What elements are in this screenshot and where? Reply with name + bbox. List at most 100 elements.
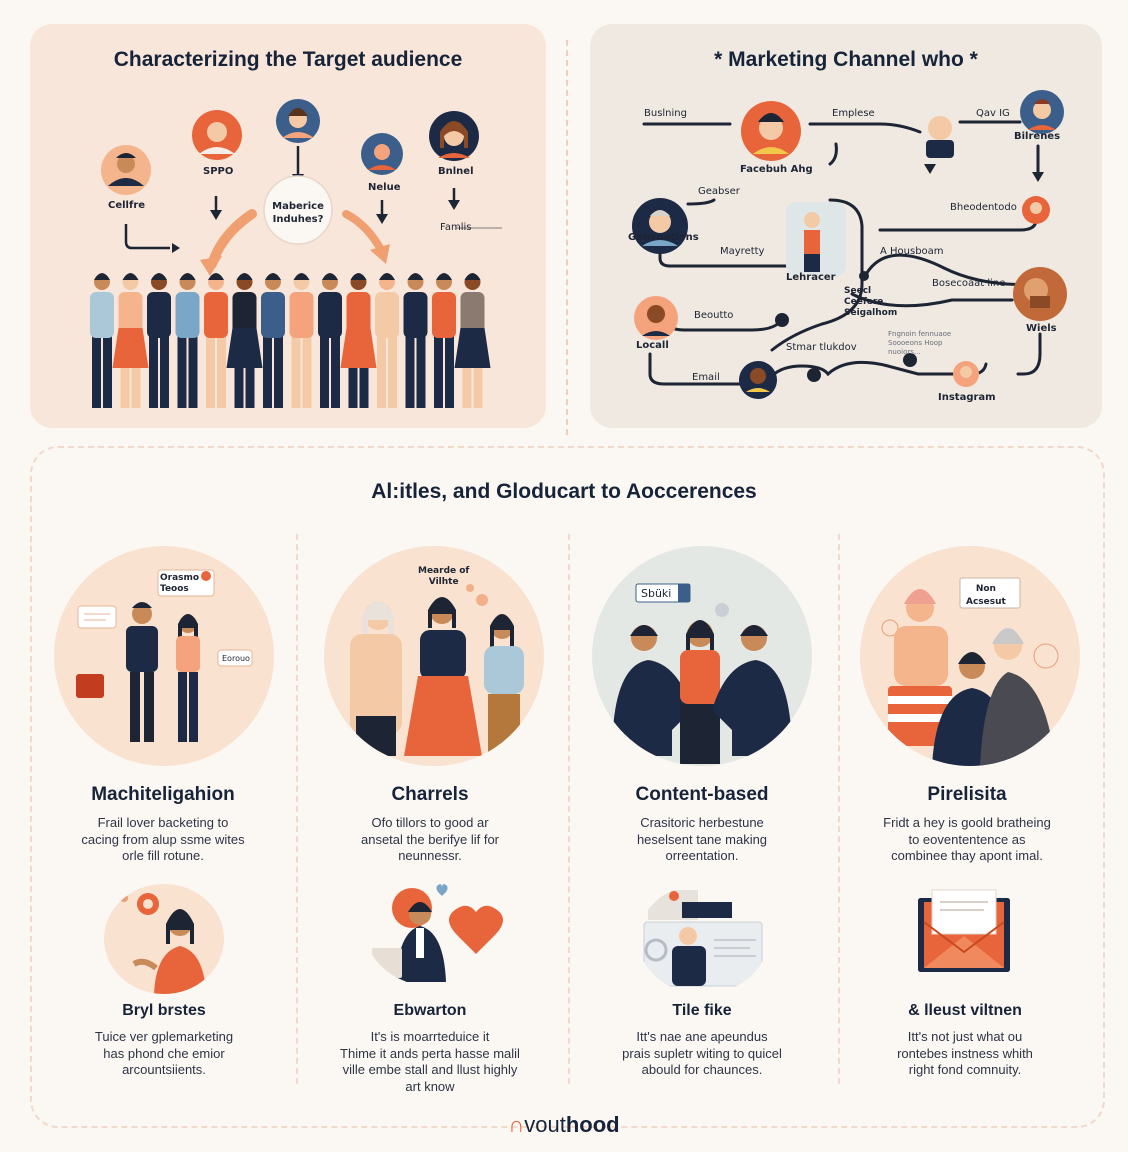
avatar-sppo xyxy=(192,110,242,160)
marketing-channel-title: * Marketing Channel who * xyxy=(714,48,978,71)
subcard3-title: Tile fike xyxy=(672,1002,732,1019)
crowd-person xyxy=(454,273,491,408)
avatar-cellfre xyxy=(101,145,151,195)
node-wiels xyxy=(1013,267,1067,321)
panel-divider xyxy=(566,40,568,435)
label-famlis: Famlis xyxy=(440,222,472,233)
label-mayretty: Mayretty xyxy=(720,246,765,257)
label-center-question: Maberice Induhes? xyxy=(272,201,324,225)
card2-text: Ofo tillors to good ar ansetal the berif… xyxy=(360,815,500,863)
label-beoutto: Beoutto xyxy=(694,310,734,321)
brand-logo[interactable]: ∩vouthood xyxy=(508,1112,620,1137)
card4-text: Fridt a hey is goold bratheing to eovent… xyxy=(883,815,1051,863)
card2-title: Charrels xyxy=(391,784,469,805)
label-cellfre: Cellfre xyxy=(108,200,146,211)
card1-title: Machiteligahion xyxy=(91,784,235,805)
envelope-icon xyxy=(918,889,1010,972)
subcard4-title: & lleust viltnen xyxy=(908,1002,1022,1019)
crowd-person xyxy=(175,273,200,408)
subcard-illustration-4 xyxy=(904,880,1024,990)
node-locall xyxy=(634,296,678,340)
subcard3-text: Itt's nae ane apeundus prais supletr wit… xyxy=(622,1029,782,1077)
marketing-channel-panel: * Marketing Channel who * xyxy=(590,24,1102,428)
label-bheodentodo: Bheodentodo xyxy=(950,202,1017,213)
crowd-person xyxy=(375,273,399,408)
column-divider-3 xyxy=(838,534,840,1084)
card4-title: Pirelisita xyxy=(927,784,1007,805)
node-genvnetlons xyxy=(632,198,688,254)
subcard1-text: Tuice ver gplemarketing has phond che em… xyxy=(94,1029,234,1077)
column-divider-1 xyxy=(296,534,298,1084)
node-facebook xyxy=(741,101,801,161)
crowd-person xyxy=(112,273,149,408)
crowd-person xyxy=(318,273,342,408)
section-title: Al:itles, and Gloducart to Aoccerences xyxy=(371,480,757,503)
label-bilrenes: Bilrenes xyxy=(1014,131,1061,142)
label-qav: Qav IG xyxy=(976,108,1010,119)
node-lehracer xyxy=(786,202,846,276)
label-instagram: Instagram xyxy=(938,392,996,403)
crowd-person xyxy=(340,273,377,408)
crowd-person xyxy=(261,273,285,408)
crowd-person xyxy=(403,273,428,408)
card3-text: Crasitoric herbestune heselsent tane mak… xyxy=(636,815,768,863)
label-locall: Locall xyxy=(636,340,669,351)
card1-tag1: Orasmo Teoos xyxy=(160,573,200,594)
logo-mark-icon: ∩ xyxy=(508,1112,525,1137)
label-bosecoaat: Bosecoaat line xyxy=(932,278,1006,289)
avatar-center-top xyxy=(276,99,320,143)
label-seecl: Seecl Ceefere Seigalhom xyxy=(844,286,898,318)
crowd-person xyxy=(289,273,314,408)
subcard1-title: Bryl brstes xyxy=(122,1002,206,1019)
card1-text: Frail lover backeting to cacing from alu… xyxy=(81,815,245,863)
label-buslning: Buslning xyxy=(644,108,687,119)
label-housboam: A Housboam xyxy=(880,246,944,257)
crowd-person xyxy=(432,273,456,408)
label-genvnetlons: Genvnetlons xyxy=(628,232,699,243)
audience-crowd xyxy=(90,273,491,408)
audience-arrows xyxy=(124,146,456,250)
crowd-person xyxy=(90,273,114,408)
label-emplese: Emplese xyxy=(832,108,875,119)
label-geabser: Geabser xyxy=(698,186,740,197)
subcard2-text: It's is moarrteduice it Thime it ands pe… xyxy=(340,1029,520,1094)
subcard-illustration-2 xyxy=(366,878,516,988)
label-lehracer: Lehracer xyxy=(786,272,836,283)
column-divider-2 xyxy=(568,534,570,1084)
node-instagram xyxy=(953,361,979,387)
label-email: Email xyxy=(692,372,720,383)
label-nelue: Nelue xyxy=(368,182,401,193)
label-sppo: SPPO xyxy=(203,166,234,177)
node-bilrenes xyxy=(1020,90,1064,134)
card4-tag1: Non Acsesut xyxy=(966,584,1006,607)
subcard-illustration-3 xyxy=(638,884,768,994)
card1-tag2: Eorouo xyxy=(222,654,250,663)
label-facebook: Facebuh Ahg xyxy=(740,164,813,175)
card-illustration-1 xyxy=(54,546,274,766)
crowd-person xyxy=(226,273,263,408)
avatar-nelue xyxy=(361,133,403,175)
card-illustration-3 xyxy=(592,546,812,766)
subcard-illustration-1 xyxy=(104,884,224,994)
label-stmar: Stmar tlukdov xyxy=(786,342,857,353)
card3-title: Content-based xyxy=(635,784,769,805)
node-email xyxy=(739,361,777,399)
card-illustration-4 xyxy=(860,546,1080,766)
node-bheodentodo xyxy=(1022,196,1050,224)
label-bnlnel: Bnlnel xyxy=(438,166,474,177)
subcard2-title: Ebwarton xyxy=(393,1002,467,1019)
card2-tag1: Mearde of Vilhte xyxy=(418,566,470,587)
audience-diagram xyxy=(101,99,502,276)
target-audience-panel: Characterizing the Target audience xyxy=(30,24,546,428)
label-wiels: Wiels xyxy=(1026,323,1057,334)
subcard4-text: Itt's not just what ou rontebes instness… xyxy=(897,1029,1033,1077)
target-audience-title: Characterizing the Target audience xyxy=(113,48,463,71)
label-notes: Fngnoin fennuaoe Soooeons Hoop nuoiors..… xyxy=(888,330,952,356)
bottom-frame xyxy=(30,446,1105,1128)
node-emplese xyxy=(926,116,954,158)
channel-network xyxy=(632,90,1067,399)
card3-tag1: Sbüki xyxy=(641,587,672,600)
avatar-bnlnel xyxy=(429,111,479,161)
crowd-person xyxy=(204,273,228,408)
crowd-person xyxy=(147,273,171,408)
